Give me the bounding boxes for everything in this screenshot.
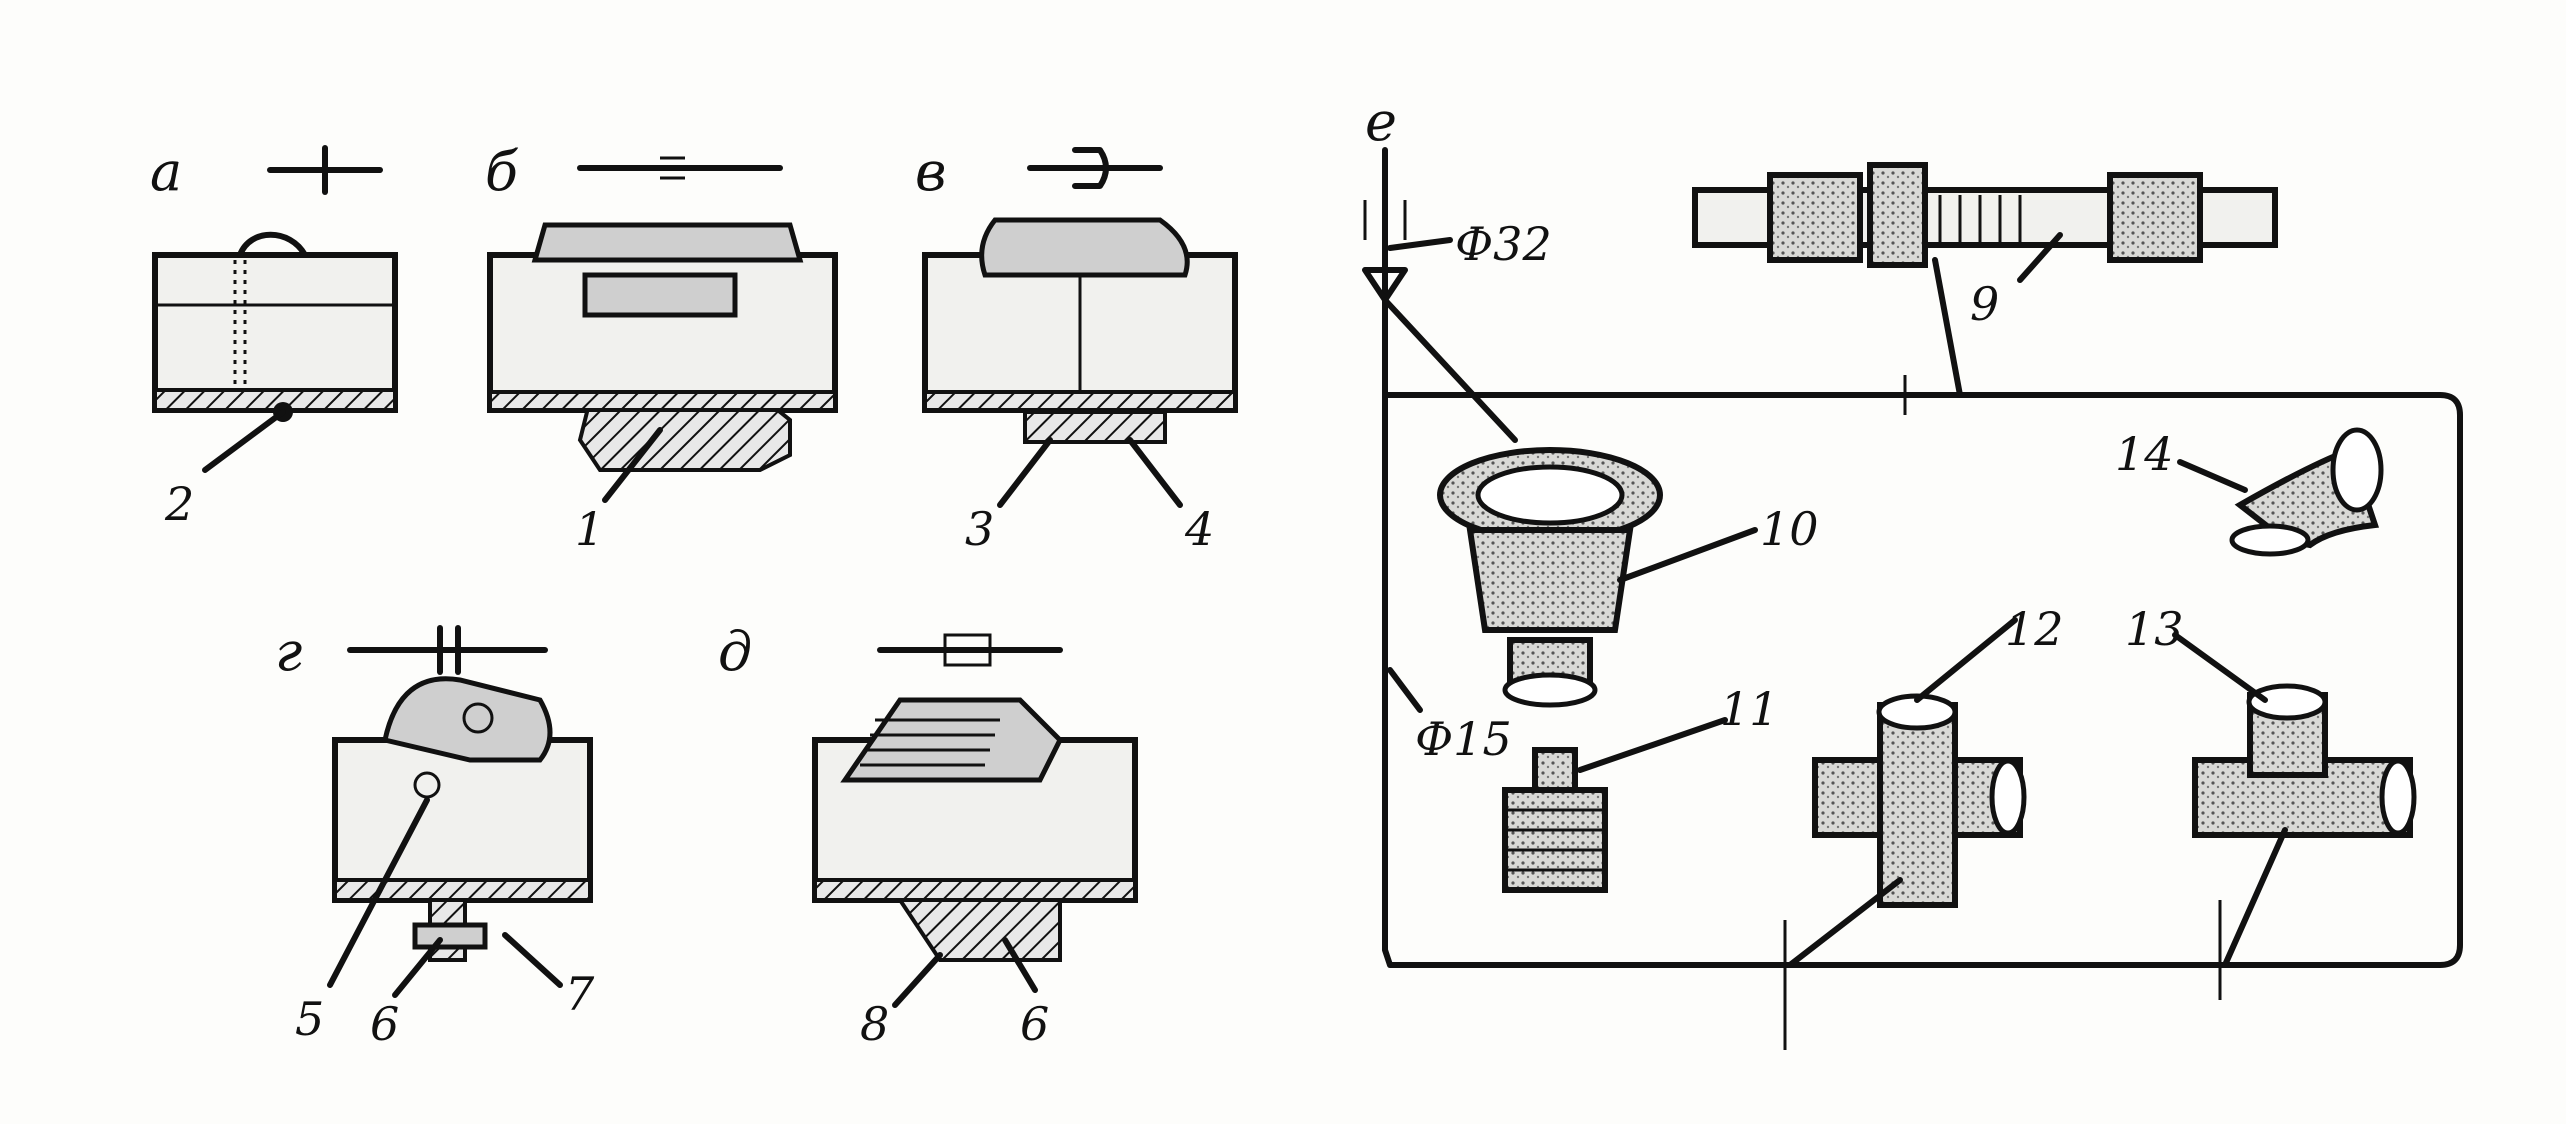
callout-7: 7 [565,967,595,1021]
callout-11: 11 [1720,682,1779,736]
callout-10: 10 [1760,502,1819,556]
callout-13: 13 [2125,602,2184,656]
panel-label-v: в [915,140,946,203]
panel-label-d: д [718,620,752,683]
reducer-symbol [1362,267,1408,303]
callout-2: 2 [164,477,194,531]
fitting-plug: 11 [1502,682,1779,893]
panel-g-flange-joint: г 5 6 7 [275,620,595,1051]
bolt-head [462,702,494,734]
callout-12: 12 [2005,602,2064,656]
fitting-union-nipple: 9 [1692,162,2278,398]
callout-1: 1 [575,502,604,556]
callout-6-union: 6 [1020,997,1049,1051]
panel-e-fittings-scheme: е Ф32 Ф15 [1362,90,2463,1050]
fitting-elbow: 14 [2115,427,2384,557]
symbol-coupling [1027,147,1163,189]
callout-4: 4 [1184,502,1214,556]
fitting-cross: 12 [1787,602,2064,968]
panel-label-b: б [485,140,519,203]
callout-14: 14 [2115,427,2174,481]
panel-label-a: а [150,140,182,203]
fitting-reducing-socket: 10 [1382,297,1819,708]
schematic-pipeline [1382,147,2463,968]
panel-a-welded-joint: а 2 [150,140,398,531]
break-marks [1363,200,2222,1050]
callout-5: 5 [295,992,324,1046]
bolt-hole [413,771,441,799]
dimension-d32: Ф32 [1455,217,1552,271]
panel-b-sleeve-joint: б 1 [485,140,838,556]
symbol-flange [347,625,548,675]
panel-v-coupling-joint: в 3 4 [915,140,1238,556]
panel-label-e: е [1365,90,1397,153]
dimension-d15: Ф15 [1415,712,1512,766]
panel-d-union-joint: д 8 6 [718,620,1138,1051]
symbol-welded [267,145,383,195]
symbol-union [877,633,1063,667]
callout-3: 3 [965,502,994,556]
thread [1938,195,2022,245]
panel-label-g: г [275,620,302,683]
symbol-sleeve [577,156,783,180]
fitting-tee: 13 [2125,602,2417,968]
callout-8: 8 [860,997,889,1051]
callout-9: 9 [1970,277,1999,331]
callout-6-flange: 6 [370,997,399,1051]
